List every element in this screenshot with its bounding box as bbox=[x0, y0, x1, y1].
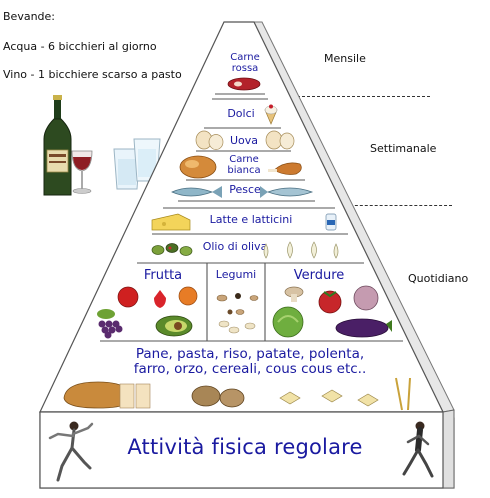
tier-sweets-label: Dolci bbox=[227, 107, 255, 120]
wine-bottle-icon bbox=[43, 95, 72, 196]
frequency-monthly: Mensile bbox=[324, 52, 366, 65]
grains-icon bbox=[63, 377, 411, 411]
white-meat-label-line2: bianca bbox=[227, 165, 261, 176]
eggs-icon bbox=[195, 130, 295, 150]
wheat-icon bbox=[395, 377, 411, 411]
vegetables-icon bbox=[272, 285, 392, 338]
tier-dairy-label: Latte e latticini bbox=[209, 213, 293, 226]
fruit-icon bbox=[97, 286, 198, 339]
separator-monthly-weekly bbox=[282, 96, 430, 97]
chicken-icon bbox=[179, 155, 302, 179]
red-meat-label-line2: rossa bbox=[231, 63, 259, 74]
tier-fruit-label: Frutta bbox=[143, 268, 183, 283]
potatoes-icon bbox=[191, 385, 245, 408]
bread-icon bbox=[63, 381, 151, 409]
dancer-icon bbox=[48, 421, 94, 482]
drinks-title: Bevande: bbox=[3, 10, 55, 23]
tier-red-meat-label: Carne rossa bbox=[226, 52, 264, 74]
dessert-icon bbox=[264, 104, 278, 125]
tier-eggs-label: Uova bbox=[229, 134, 259, 147]
legumes-icon bbox=[216, 293, 259, 334]
red-meat-label-line1: Carne bbox=[230, 52, 260, 63]
drinks-illustration bbox=[43, 95, 161, 196]
fish-icon bbox=[171, 186, 314, 198]
wine-glass-icon bbox=[71, 150, 93, 194]
olives-icon bbox=[151, 241, 339, 259]
tier-legumes-label: Legumi bbox=[215, 268, 257, 281]
frequency-daily: Quotidiano bbox=[408, 272, 469, 285]
frequency-weekly: Settimanale bbox=[370, 142, 437, 155]
dairy-icon bbox=[151, 213, 337, 231]
tier-oil-label: Olio di oliva bbox=[202, 240, 268, 253]
water-glasses-icon bbox=[113, 138, 161, 190]
base-activity-label: Attività fisica regolare bbox=[127, 435, 363, 459]
grains-label-line1: Pane, pasta, riso, patate, polenta, bbox=[135, 346, 365, 362]
drinks-water-text: Acqua - 6 bicchieri al giorno bbox=[3, 40, 157, 53]
drinks-wine-text: Vino - 1 bicchiere scarso a pasto bbox=[3, 68, 182, 81]
runner-icon bbox=[402, 421, 434, 478]
tier-grains-label: Pane, pasta, riso, patate, polenta, farr… bbox=[105, 347, 395, 377]
pasta-icon bbox=[279, 389, 379, 407]
tier-vegetables-label: Verdure bbox=[293, 268, 345, 283]
separator-weekly-daily bbox=[340, 205, 452, 206]
grains-label-line2: farro, orzo, cereali, cous cous etc.. bbox=[133, 361, 367, 377]
tier-fish-label: Pesce bbox=[229, 183, 261, 196]
red-meat-icon bbox=[227, 77, 261, 91]
tier-white-meat-label: Carne bianca bbox=[220, 154, 268, 176]
white-meat-label-line1: Carne bbox=[229, 154, 259, 165]
